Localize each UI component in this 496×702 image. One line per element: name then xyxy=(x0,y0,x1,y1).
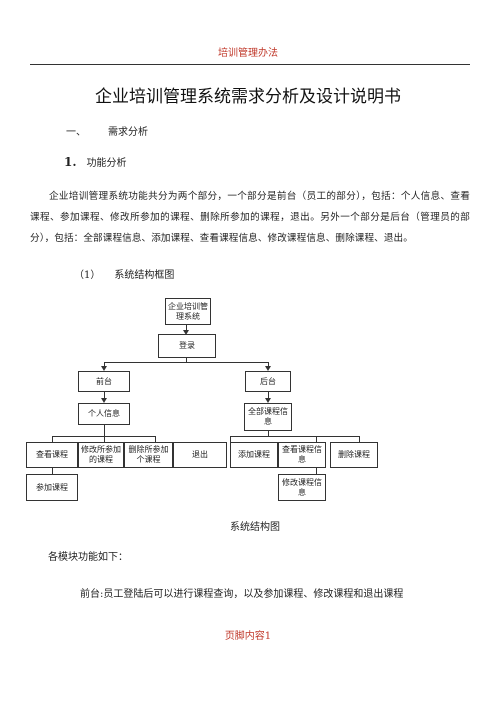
node-join-course: 参加课程 xyxy=(26,474,78,501)
connector xyxy=(316,436,317,442)
section-label: 需求分析 xyxy=(108,127,148,138)
diagram-caption: 系统结构图 xyxy=(230,522,280,533)
connector xyxy=(230,436,231,442)
node-view-course-info: 查看课程信息 xyxy=(278,442,326,468)
node-delete-joined: 删除所参加个课程 xyxy=(124,442,173,468)
arrow xyxy=(265,366,271,371)
connector xyxy=(268,362,269,368)
arrow xyxy=(265,398,271,403)
node-add-course: 添加课程 xyxy=(230,442,278,468)
page-header: 培训管理办法 xyxy=(218,48,278,59)
connector xyxy=(316,468,317,474)
connector xyxy=(268,392,269,400)
diagram-heading-number: （1） xyxy=(74,270,101,281)
page-footer: 页脚内容1 xyxy=(224,631,272,642)
node-personal-info: 个人信息 xyxy=(78,403,130,425)
connector xyxy=(104,436,105,442)
subsection-number: 1. xyxy=(64,155,77,169)
node-logout: 退出 xyxy=(173,442,227,468)
arrow xyxy=(101,398,107,403)
function-paragraph: 企业培训管理系统功能共分为两个部分，一个部分是前台（员工的部分），包括：个人信息… xyxy=(30,191,470,244)
connector xyxy=(52,468,53,474)
document-title: 企业培训管理系统需求分析及设计说明书 xyxy=(95,87,401,107)
node-root: 企业培训管理系统 xyxy=(165,298,211,325)
diagram-heading: （1） 系统结构框图 xyxy=(74,266,174,281)
section-number: 一、 xyxy=(66,127,86,138)
arrow xyxy=(101,366,107,371)
header-divider xyxy=(30,64,470,65)
node-all-courses: 全部课程信息 xyxy=(244,403,292,431)
node-login: 登录 xyxy=(158,334,216,358)
connector xyxy=(104,425,105,436)
node-back: 后台 xyxy=(245,371,291,392)
node-modify-course-info: 修改课程信息 xyxy=(278,474,326,501)
subsection-heading: 1. 功能分析 xyxy=(64,154,127,169)
connector xyxy=(268,431,269,436)
connector xyxy=(104,392,105,400)
node-modify-joined: 修改所参加的课程 xyxy=(78,442,124,468)
connector xyxy=(104,362,105,368)
connector xyxy=(52,436,53,442)
node-view-course: 查看课程 xyxy=(26,442,78,468)
connector xyxy=(155,436,156,442)
diagram-heading-label: 系统结构框图 xyxy=(114,270,175,281)
connector xyxy=(230,436,360,437)
connector xyxy=(104,362,268,363)
connector xyxy=(186,325,187,333)
section-heading-1: 一、 需求分析 xyxy=(66,123,148,138)
node-front: 前台 xyxy=(78,371,130,392)
arrow xyxy=(183,330,189,335)
connector xyxy=(186,358,187,362)
connector xyxy=(359,436,360,442)
node-delete-course: 删除课程 xyxy=(330,442,378,468)
modules-intro: 各模块功能如下： xyxy=(48,552,128,563)
front-description: 前台:员工登陆后可以进行课程查询，以及参加课程、修改课程和退出课程 xyxy=(80,589,404,600)
subsection-label: 功能分析 xyxy=(86,158,127,169)
